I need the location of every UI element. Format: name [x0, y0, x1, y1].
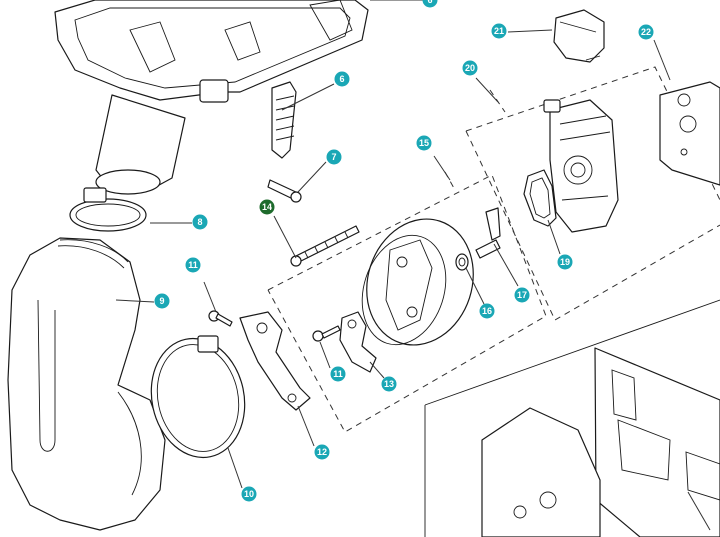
- callout-bubble: [514, 287, 530, 303]
- callout-6[interactable]: 6: [334, 71, 350, 87]
- leader-lines: [115, 0, 711, 531]
- callout-bubble: [557, 254, 573, 270]
- adapter-ring-15: [361, 218, 474, 346]
- callout-21[interactable]: 21: [491, 23, 507, 39]
- callout-22[interactable]: 22: [638, 24, 654, 40]
- pin-17: [475, 207, 501, 259]
- air-filter-housing: [54, 0, 369, 103]
- callout-label: 20: [465, 63, 475, 73]
- callout-bubble: [192, 214, 208, 230]
- callout-label: 15: [419, 138, 429, 148]
- small-screw-11a: [208, 310, 233, 327]
- small-screw-11b: [312, 325, 341, 342]
- callout-bubble: [314, 444, 330, 460]
- callout-13[interactable]: 13: [381, 376, 397, 392]
- callout-14[interactable]: 14: [259, 199, 275, 215]
- callout-16[interactable]: 16: [479, 303, 495, 319]
- intake-tube: [95, 94, 186, 195]
- screw-7: [267, 179, 302, 203]
- callout-19[interactable]: 19: [557, 254, 573, 270]
- large-clamp-10: [150, 335, 246, 459]
- long-bolt-14: [290, 225, 360, 267]
- callout-bubble: [334, 71, 350, 87]
- callout-label: 11: [333, 369, 343, 379]
- carburetor-20: [543, 99, 619, 233]
- callout-17[interactable]: 17: [514, 287, 530, 303]
- crankcase-assembly: [424, 299, 720, 537]
- callout-bubble: [381, 376, 397, 392]
- callout-label: 14: [262, 202, 272, 212]
- callout-label: 10: [244, 489, 254, 499]
- callout-bubble: [326, 149, 342, 165]
- cap-21: [553, 9, 605, 63]
- callout-8[interactable]: 8: [192, 214, 208, 230]
- callout-bubble: [185, 257, 201, 273]
- callout-label: 13: [384, 379, 394, 389]
- callout-label: 12: [317, 447, 327, 457]
- callout-12[interactable]: 12: [314, 444, 330, 460]
- callout-11-lower[interactable]: 11: [330, 366, 346, 382]
- callout-bubble: [479, 303, 495, 319]
- callout-7[interactable]: 7: [326, 149, 342, 165]
- callout-label: 21: [494, 26, 504, 36]
- bracket-12: [239, 311, 311, 411]
- callout-20[interactable]: 20: [462, 60, 478, 76]
- callout-bubble: [638, 24, 654, 40]
- callout-bubble: [416, 135, 432, 151]
- callout-label: 7: [331, 152, 336, 162]
- callout-bubble: [330, 366, 346, 382]
- callout-bubble: [259, 199, 275, 215]
- plate-22: [659, 81, 720, 186]
- intake-duct-9: [7, 237, 166, 531]
- callouts: 6 6 7 8 9 10 11 11: [154, 0, 654, 502]
- callout-label: 16: [482, 306, 492, 316]
- callout-label: 6: [339, 74, 344, 84]
- callout-label: 6: [427, 0, 432, 5]
- callout-bubble: [491, 23, 507, 39]
- callout-15[interactable]: 15: [416, 135, 432, 151]
- callout-label: 22: [641, 27, 651, 37]
- gasket-19: [523, 169, 557, 227]
- callout-9[interactable]: 9: [154, 293, 170, 309]
- washer-16: [455, 253, 469, 271]
- callout-6-top[interactable]: 6: [422, 0, 438, 8]
- hose-clamp-8: [69, 187, 147, 232]
- callout-label: 9: [159, 296, 164, 306]
- callout-label: 11: [188, 260, 198, 270]
- callout-bubble: [154, 293, 170, 309]
- callout-label: 19: [560, 257, 570, 267]
- callout-bubble: [422, 0, 438, 8]
- callout-10[interactable]: 10: [241, 486, 257, 502]
- callout-label: 8: [197, 217, 202, 227]
- callout-bubble: [241, 486, 257, 502]
- callout-11-upper[interactable]: 11: [185, 257, 201, 273]
- spring-clip-6: [271, 81, 297, 159]
- lever-13: [339, 311, 377, 373]
- callout-label: 17: [517, 290, 527, 300]
- callout-bubble: [462, 60, 478, 76]
